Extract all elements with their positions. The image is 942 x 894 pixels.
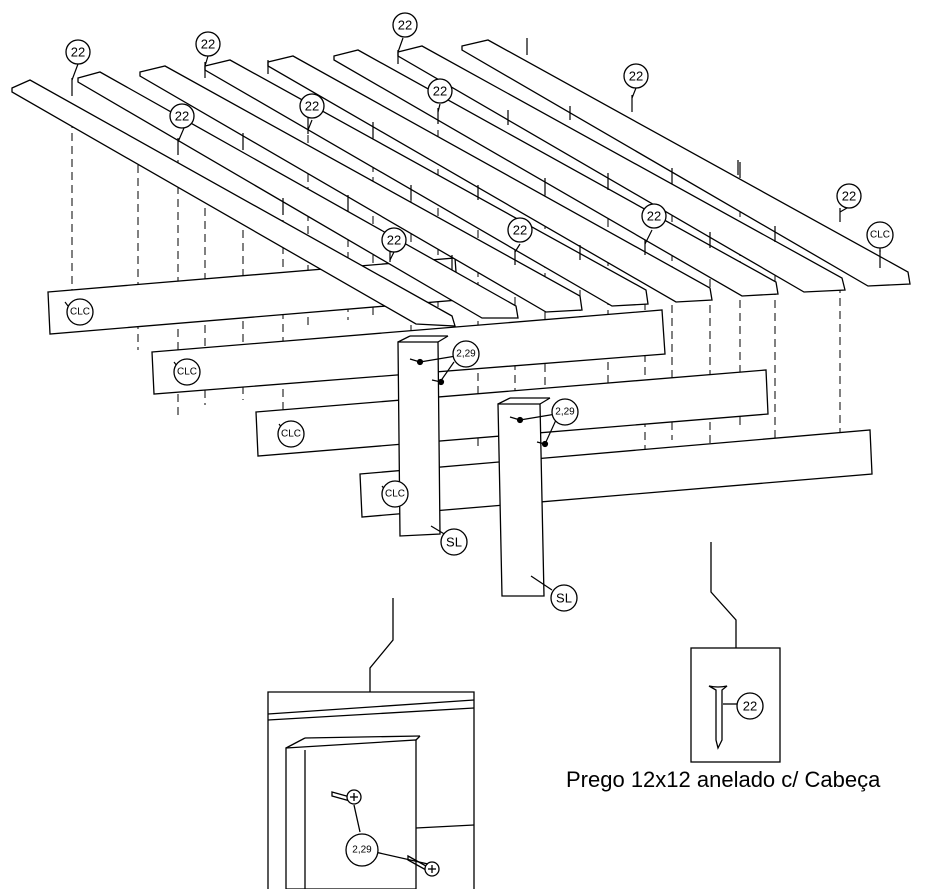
beam-callout: CLC [66, 298, 94, 326]
svg-text:22: 22 [201, 37, 215, 52]
nail-callout: 22 [392, 12, 418, 38]
slat-nails [71, 38, 881, 270]
screw-callout: 2,29 [452, 340, 480, 368]
beam-4 [359, 429, 873, 518]
svg-text:22: 22 [387, 233, 401, 248]
screw-callout: 2,29 [345, 833, 379, 867]
post-callout: SL [550, 584, 578, 612]
nail-callout: 22 [195, 31, 221, 57]
svg-text:22: 22 [743, 699, 757, 714]
slat-6 [333, 49, 779, 297]
nail-callout: 22 [507, 217, 533, 243]
nail-callout: 22 [381, 227, 407, 253]
svg-text:22: 22 [175, 109, 189, 124]
callouts: 22 22 22 22 22 22 22 22 22 22 22 22 CLC … [65, 12, 894, 867]
slat-3 [139, 65, 583, 313]
post-callout: SL [440, 528, 468, 556]
svg-text:22: 22 [305, 99, 319, 114]
svg-text:CLC: CLC [385, 489, 405, 500]
svg-text:22: 22 [629, 69, 643, 84]
nail-callout: 22 [169, 103, 195, 129]
svg-text:CLC: CLC [870, 230, 890, 241]
nail-callout: 22 [836, 183, 862, 209]
slats [11, 39, 911, 327]
nail-callout: 22 [736, 692, 764, 720]
beam-callout: CLC [173, 358, 201, 386]
nail-callout: 22 [299, 93, 325, 119]
svg-text:22: 22 [398, 18, 412, 33]
nail-callout: 22 [427, 78, 453, 104]
beam-callout: CLC [381, 480, 409, 508]
svg-text:22: 22 [842, 189, 856, 204]
svg-text:22: 22 [433, 84, 447, 99]
slat-1 [11, 79, 456, 327]
svg-text:SL: SL [556, 591, 572, 606]
slat-2 [77, 71, 519, 319]
nail-callout: 22 [641, 203, 667, 229]
post-1 [397, 341, 441, 537]
posts [397, 335, 551, 597]
detail-inset-nail [690, 542, 781, 763]
nail-callout: 22 [65, 39, 91, 65]
nail-caption: Prego 12x12 anelado c/ Cabeça [566, 767, 881, 792]
svg-text:22: 22 [513, 223, 527, 238]
svg-text:22: 22 [647, 209, 661, 224]
nail-callout: 22 [623, 63, 649, 89]
screw-callout: 2,29 [551, 398, 579, 426]
svg-text:2,29: 2,29 [555, 407, 575, 418]
svg-text:SL: SL [446, 535, 462, 550]
beam-callout: CLC [277, 420, 305, 448]
svg-text:CLC: CLC [177, 367, 197, 378]
svg-text:2,29: 2,29 [352, 845, 372, 856]
svg-text:22: 22 [71, 45, 85, 60]
svg-text:CLC: CLC [70, 307, 90, 318]
post-screws [409, 358, 549, 448]
svg-text:CLC: CLC [281, 429, 301, 440]
post-2 [497, 403, 545, 597]
slat-8 [461, 39, 911, 287]
detail-inset-left [267, 598, 475, 890]
svg-text:2,29: 2,29 [456, 349, 476, 360]
beam-callout: CLC [866, 221, 894, 249]
